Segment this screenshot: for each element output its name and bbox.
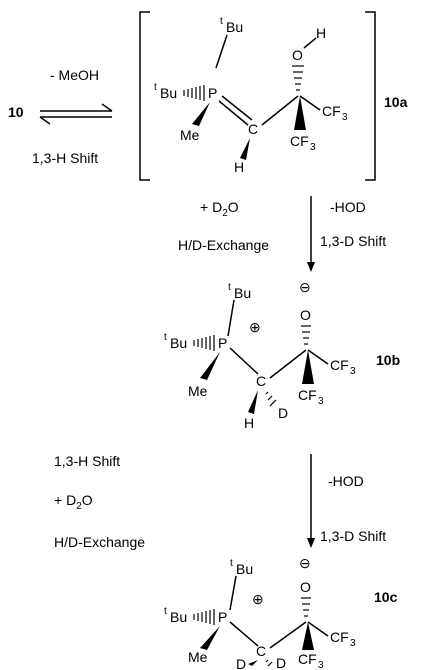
carbon: C xyxy=(256,643,266,659)
alkoxide-charge: ⊖ xyxy=(299,279,311,295)
compound-10a-label: 10a xyxy=(384,94,408,110)
step2-shift: 1,3-D Shift xyxy=(320,233,386,249)
cf3-down-cf: CF xyxy=(290,133,309,149)
phosphonium-charge: ⊕ xyxy=(249,319,261,335)
cf3-right-cf: CF xyxy=(322,103,341,119)
methyl: Me xyxy=(188,383,208,399)
molecule-10b: t Bu t Bu P ⊕ Me C H D xyxy=(164,279,356,431)
equilibrium-arrow xyxy=(39,103,113,125)
cf3-right-3: 3 xyxy=(350,638,356,649)
tbu-left-bu: Bu xyxy=(160,85,177,101)
compound-10c-label: 10c xyxy=(374,589,398,605)
step3-shift: 1,3-D Shift xyxy=(320,528,386,544)
hashed-bond xyxy=(265,391,277,407)
reaction-arrow-down xyxy=(307,454,315,548)
step2-reagent: + D2O xyxy=(200,199,239,219)
cf3-right-cf: CF xyxy=(330,357,349,373)
cf3-right-3: 3 xyxy=(342,112,348,123)
phosphonium-charge: ⊕ xyxy=(252,591,264,607)
wedge-bond xyxy=(200,626,220,650)
step3-h-shift: 1,3-H Shift xyxy=(54,453,120,469)
methyl: Me xyxy=(188,649,208,665)
phosphorus: P xyxy=(218,335,227,351)
hashed-bond xyxy=(301,597,311,617)
hydrogen: H xyxy=(244,415,254,431)
tbu-left-t: t xyxy=(154,82,157,93)
compound-10b-label: 10b xyxy=(376,352,400,368)
oxygen: O xyxy=(292,47,303,63)
hashed-bond xyxy=(193,609,215,625)
hashed-bond xyxy=(301,325,311,345)
step3-exchange: H/D-Exchange xyxy=(54,534,145,550)
step2-loss: -HOD xyxy=(330,199,366,215)
hydroxyl-hydrogen: H xyxy=(316,25,326,41)
compound-10-label: 10 xyxy=(8,104,24,120)
oxygen: O xyxy=(300,579,311,595)
molecule-10a: t Bu t Bu P Me C H xyxy=(154,16,348,175)
step3-reagent: + D2O xyxy=(54,492,93,512)
tbu-top-bu: Bu xyxy=(226,19,243,35)
wedge-bond xyxy=(294,96,306,130)
oxygen: O xyxy=(300,307,311,323)
hashed-bond xyxy=(292,65,304,91)
cf3-down-3: 3 xyxy=(318,660,324,670)
tbu-left-bu: Bu xyxy=(170,335,187,351)
step3-loss: -HOD xyxy=(328,473,364,489)
phosphorus: P xyxy=(218,609,227,625)
wedge-bond xyxy=(192,102,210,126)
cf3-down-3: 3 xyxy=(318,396,324,407)
tbu-top-bu: Bu xyxy=(234,285,251,301)
wedge-bond xyxy=(248,390,258,414)
step2-exchange: H/D-Exchange xyxy=(178,237,269,253)
hashed-bond xyxy=(183,85,205,101)
carbanion-carbon: C xyxy=(248,121,258,137)
molecule-10c: t Bu t Bu P ⊕ Me C D D xyxy=(164,555,356,670)
tbu-left-t: t xyxy=(164,332,167,343)
tbu-top-t: t xyxy=(230,558,233,569)
deuterium: D xyxy=(276,655,286,670)
deuterium-lower: D xyxy=(236,656,246,670)
left-bracket xyxy=(139,11,150,181)
cf3-down-cf: CF xyxy=(298,387,317,403)
wedge-bond xyxy=(302,622,314,650)
tbu-top-t: t xyxy=(228,282,231,293)
tbu-top-bu: Bu xyxy=(236,561,253,577)
hashed-bond xyxy=(265,659,273,667)
cf3-down-3: 3 xyxy=(310,142,316,153)
wedge-bond xyxy=(302,350,314,384)
carbon: C xyxy=(256,373,266,389)
phosphorus: P xyxy=(208,85,217,101)
step1-bottom-label: 1,3-H Shift xyxy=(32,150,98,166)
step1-top-label: - MeOH xyxy=(50,67,99,83)
cf3-right-3: 3 xyxy=(350,366,356,377)
tbu-top-t: t xyxy=(220,16,223,27)
cf3-right-cf: CF xyxy=(330,629,349,645)
tbu-left-t: t xyxy=(164,606,167,617)
methyl: Me xyxy=(180,127,200,143)
tbu-left-bu: Bu xyxy=(170,609,187,625)
alkoxide-charge: ⊖ xyxy=(299,555,311,571)
wedge-bond xyxy=(240,138,250,160)
hydrogen: H xyxy=(234,159,244,175)
reaction-arrow-down xyxy=(307,196,315,272)
wedge-bond xyxy=(248,660,258,666)
cf3-down-cf: CF xyxy=(298,651,317,667)
right-bracket xyxy=(365,11,376,181)
hashed-bond xyxy=(193,335,215,351)
wedge-bond xyxy=(200,352,220,380)
deuterium: D xyxy=(278,405,288,421)
